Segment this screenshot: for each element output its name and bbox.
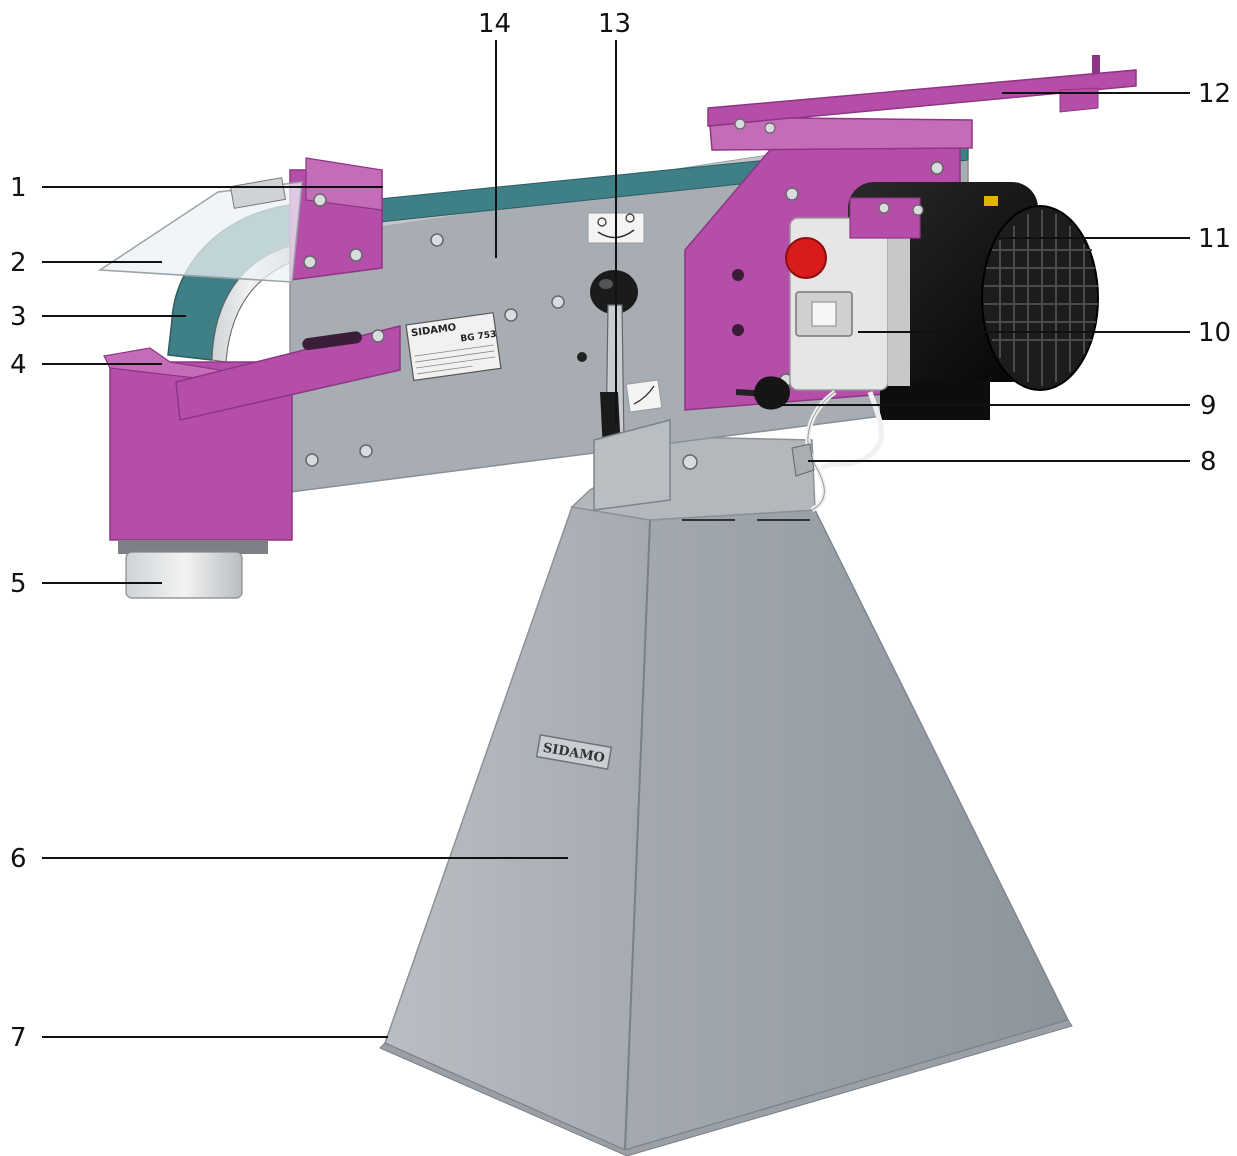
callout-11: 11	[1198, 224, 1231, 254]
callout-10: 10	[1198, 318, 1231, 348]
bolt	[371, 329, 385, 343]
top-guard	[97, 157, 383, 283]
callout-numbers: 1 2 3 4 5 6 7 8 9 10 11 12 13 14	[10, 9, 1231, 1053]
callout-7: 7	[10, 1023, 27, 1053]
power-cable	[820, 391, 885, 471]
pedestal-edge	[624, 519, 651, 1151]
bolt	[313, 193, 327, 207]
brand-plate: SIDAMO BG 753	[405, 312, 502, 382]
callout-6: 6	[10, 844, 27, 874]
top-rail-bracket	[709, 117, 973, 151]
bolt	[682, 454, 698, 470]
bolt	[430, 233, 444, 247]
bolt	[930, 161, 944, 175]
pedestal-left-face	[384, 506, 651, 1152]
callout-4: 4	[10, 350, 27, 380]
dust-chute	[103, 325, 401, 599]
bolt	[303, 255, 317, 269]
callout-8: 8	[1200, 447, 1217, 477]
callout-5: 5	[10, 569, 27, 599]
fan-grille	[984, 210, 1098, 386]
adjust-slot	[302, 331, 362, 351]
callout-13: 13	[598, 9, 631, 39]
callout-1: 1	[10, 173, 27, 203]
motor-label	[984, 196, 998, 206]
bolt	[785, 187, 799, 201]
bolt	[734, 118, 746, 130]
pedestal-base: SIDAMO	[379, 436, 1073, 1156]
lever-pivot-block	[593, 419, 671, 511]
top-rail-bar	[707, 69, 1137, 127]
brand-plate-model: BG 753	[460, 330, 497, 345]
rotation-arrow-icon	[633, 385, 655, 405]
bolt	[577, 352, 587, 362]
pulley-icon	[625, 213, 635, 223]
switch-box	[785, 197, 924, 391]
callout-12: 12	[1198, 79, 1231, 109]
dust-outlet-collar	[118, 540, 268, 554]
bolt	[764, 122, 776, 134]
tension-lever	[590, 270, 698, 511]
bolt	[349, 248, 363, 262]
cable-clamp	[791, 443, 815, 477]
top-rail-end	[1059, 87, 1099, 113]
tracking-knob	[735, 376, 790, 410]
bolt	[504, 308, 518, 322]
bolt	[878, 202, 890, 214]
leader-lines	[42, 40, 1190, 1038]
emergency-stop-button	[785, 237, 827, 279]
lever-sticker	[625, 379, 663, 413]
dust-outlet	[125, 551, 243, 599]
callout-3: 3	[10, 302, 27, 332]
bolt	[912, 204, 924, 216]
pedestal-foot-flange	[379, 1019, 1073, 1156]
motor-foot	[880, 380, 990, 420]
pulley-icon	[597, 217, 607, 227]
callout-2: 2	[10, 248, 27, 278]
bolt	[359, 444, 373, 458]
shield-clamp	[229, 177, 287, 209]
pedestal-right-face	[624, 509, 1070, 1152]
callout-14: 14	[478, 9, 511, 39]
callout-9: 9	[1200, 391, 1217, 421]
bolt	[305, 453, 319, 467]
bolt	[551, 295, 565, 309]
top-rail	[707, 55, 1137, 151]
tracking-knob-head	[754, 376, 790, 410]
